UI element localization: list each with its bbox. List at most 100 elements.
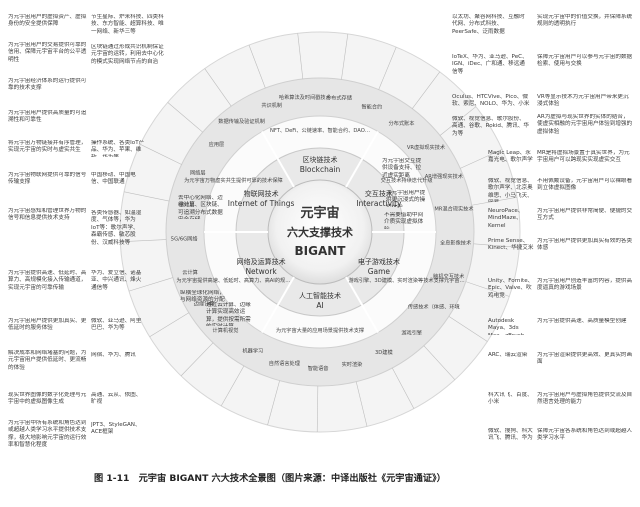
left-note-2: 为元宇宙用户的交易提供可靠的信用、保障元宇宙平台的公平透明性	[8, 42, 87, 63]
mid-note-6: 不需要借助中间介质实现虚拟体验	[384, 212, 424, 229]
ring-description: 交互技术持续迭代升级	[381, 176, 433, 184]
far-note-2: 保障元宇宙用户可以参与元宇宙的数据检索、使用与交换	[537, 54, 633, 68]
figure-caption: 图 1-11 元宇宙 BIGANT 六大技术全景图（图片来源：中译出版社《元宇宙…	[94, 473, 446, 484]
outer-tech-label: 计算机视觉	[213, 326, 239, 334]
sector-divider	[345, 131, 379, 188]
outer-connector	[392, 367, 415, 409]
mid-note-2: 纵横全球化网络，与网络资源的分配	[180, 290, 225, 304]
sector-en-label: Blockchain	[300, 165, 341, 174]
left-note-9: 为元宇宙用户提供更加真实、更低延时的服务体验	[8, 318, 87, 332]
mid-note-1: 去中心化网络、边缘计算、区块链、可追溯分布式数据安全存储	[178, 195, 223, 219]
outer-tech-label: 智能语音	[308, 364, 329, 372]
outer-tech-label: AR增强现实技术	[425, 172, 463, 180]
right-note-1: 以太坊、聚谷网科技、互融时代网、分布式科技、PeerSafe、泛雨数据	[452, 14, 525, 35]
mid-note-5: 为元宇宙用户提供更沉浸式的操控体验	[386, 190, 426, 207]
right-note-10: Autodesk Maya、3ds Max、zBrush	[488, 318, 524, 335]
company-note-1: 节生星际、炉米科技、四类科技、东方智能、超算科技、唯一网络、新华三等	[91, 14, 164, 35]
far-note-10: 为元宇宙提供高速、高质量模型创建	[537, 318, 627, 324]
outer-connector	[341, 33, 349, 80]
sector-cn-label: 网络及运算技术	[237, 257, 286, 266]
outer-tech-label: 云计算	[182, 268, 198, 276]
far-note-4: AR为虚拟与现实世界的实体的结合，使虚实相融的元宇宙用户体验到增强的虚拟体验	[537, 114, 633, 135]
left-note-3: 为元宇宙经济体系的运行提供可靠的技术支撑	[8, 78, 87, 92]
outer-tech-label: 边缘计算	[194, 299, 215, 307]
outer-tech-label: 应用层	[209, 140, 225, 148]
sector-en-label: AI	[316, 301, 323, 310]
company-note-7: 微软、亚马逊、阿里巴巴、华为等	[91, 318, 142, 332]
company-note-6: 华为、爱立信、诺基亚、中兴通讯、烽火通信等	[91, 270, 142, 291]
outer-connector	[167, 102, 203, 133]
ring-description: 游戏引擎、3D建模、实时渲染等技术支撑元宇宙…	[348, 276, 464, 284]
sector-divider	[345, 276, 379, 333]
outer-connector	[439, 106, 477, 136]
sector-divider	[261, 131, 295, 188]
outer-tech-label: 机器学习	[242, 346, 263, 354]
far-note-7: 为元宇宙用户提供非常简便、便捷的交互方式	[537, 208, 633, 222]
outer-tech-label: 3D建模	[375, 348, 393, 356]
sector-cn-label: 物联网技术	[244, 189, 279, 198]
outer-tech-label: 全息影像技术	[440, 238, 471, 246]
outer-tech-label: VR虚拟现实技术	[407, 143, 445, 151]
ring-description: NFT、DeFi、公链速率、智能合约、DAO…	[270, 126, 370, 134]
outer-tech-label: 感知层	[179, 201, 195, 209]
far-note-3: VR等显示技术为元宇宙用户带来更沉浸式体验	[537, 94, 629, 108]
far-note-8: 为元宇宙用户提供更加真实有效的各类体感	[537, 238, 633, 252]
outer-connector	[180, 342, 214, 377]
left-note-7: 为元宇宙感知和管理世界万物的信号和信息提供技术支持	[8, 208, 87, 222]
mid-note-4: 为元宇宙交互提供设备支持、拉近虚实距离	[382, 158, 422, 179]
outer-connector	[460, 149, 503, 169]
company-note-9: 高通、云从、依图、旷视	[91, 392, 142, 406]
left-note-4: 为元宇宙用户提供高质量的可追溯性和可靠性	[8, 110, 87, 124]
center-title-line3: BIGANT	[295, 244, 347, 258]
center-title-line1: 元宇宙	[300, 205, 339, 221]
company-note-5: 各类传感器、如温湿度、气体等，华为IoT等：歌尔声学、森霸传感、敏芯股份、汉威科…	[91, 210, 142, 246]
right-note-9: Unity、Fornite、Epic、Valve、吹鸡电竞	[488, 278, 534, 299]
outer-tech-label: 脑机交互技术	[433, 272, 464, 280]
sector-cn-label: 交互技术	[365, 189, 393, 198]
sector-cn-label: 人工智能技术	[299, 291, 341, 300]
company-note-10: JPT3、StyleGAN、ACE框架	[91, 422, 141, 436]
right-note-2: IoTeX、华为、亚马逊、PeC、IGN、iDec、广和通、移远通信等	[452, 54, 528, 75]
right-note-4: 微软、视觉信息、歌尔股份、高通、谷歌、Rokid、腾讯、华为等	[452, 116, 529, 137]
left-note-5: 将元宇宙万物链接并有序管理，实现元宇宙的实时与虚实共生	[8, 140, 87, 154]
outer-tech-label: 分布式存储	[326, 93, 352, 101]
right-note-13: 微软、搜狗、科大讯飞、腾讯、华为	[488, 428, 533, 442]
far-note-13: 保障元宇宙各系统和角色达到或超越人类学习水平	[537, 428, 633, 442]
outer-tech-label: MR混合现实技术	[434, 204, 473, 212]
outer-tech-label: 智能合约	[361, 102, 382, 110]
sector-en-label: Game	[368, 267, 391, 276]
outer-connector	[471, 196, 518, 206]
left-note-6: 为元宇宙物联网提供可靠的信号传输支撑	[8, 172, 87, 186]
sector-cn-label: 电子游戏技术	[358, 257, 400, 266]
outer-connector	[220, 365, 245, 407]
left-note-11: 现实世界图像的数字化处理与元宇宙中的虚拟图像生成	[8, 392, 87, 406]
outer-connector	[297, 33, 304, 79]
center-title-line2: 六大支撑技术	[287, 225, 353, 239]
outer-connector	[124, 191, 170, 202]
sector-divider	[261, 276, 295, 333]
outer-connector	[412, 71, 441, 109]
outer-connector	[448, 316, 488, 342]
outer-connector	[473, 243, 520, 248]
right-note-3: Oculus、HTCVive、Pico、微软、索尼、NOLO、华为、小米	[452, 94, 530, 108]
outer-connector	[378, 46, 397, 90]
left-note-8: 为元宇宙提供高速、低延时、高算力、高规模化接入传输通道，实现元宇宙的可靠传输	[8, 270, 87, 291]
outer-connector	[248, 44, 266, 89]
far-note-9: 为元宇宙用户创造丰富的内容，提供高度逼真的游戏场景	[537, 278, 633, 292]
outer-tech-label: 自然语言处理	[269, 359, 301, 367]
left-note-10: 解决成本和网络堵塞的问题，为元宇宙用户提供低延时、更流畅的体验	[8, 350, 87, 371]
left-note-12: 为元宇宙中所有系统和角色达到或超越人类学习水平提供技术支撑，极大地影响元宇宙的运…	[8, 420, 87, 449]
ring-description: 为元宇宙万物虚实共生提供可靠的技术保障	[184, 176, 283, 184]
left-note-1: 为元宇宙用户的虚拟资产、虚拟身份的安全提供保障	[8, 14, 87, 28]
company-note-4: 中国移动、中国电信、中国联通	[91, 172, 136, 186]
outer-tech-label: 哈希算法及时间戳技术	[279, 93, 331, 101]
outer-tech-label: 游戏引擎	[401, 328, 422, 336]
outer-connector	[465, 281, 510, 297]
outer-tech-label: 传感技术（体感、环境	[408, 302, 460, 310]
outer-tech-label: 分布式账本	[388, 119, 414, 127]
